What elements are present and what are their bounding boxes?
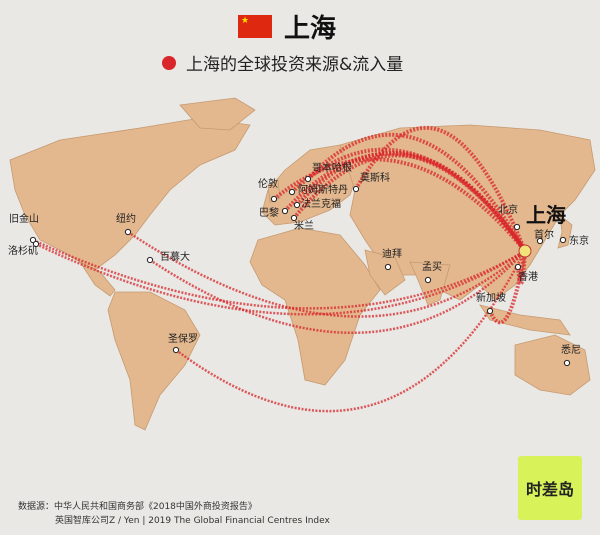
city-label: 北京 — [498, 205, 518, 216]
city-dot — [536, 237, 544, 245]
city-dot — [424, 276, 432, 284]
flow-line — [127, 230, 526, 318]
flow-line — [149, 250, 526, 334]
city-dot — [124, 228, 132, 236]
flow-line — [516, 250, 527, 286]
north-america — [9, 117, 251, 271]
continents — [9, 97, 596, 431]
city-label: 迪拜 — [382, 249, 402, 260]
city-label: 百慕大 — [160, 252, 190, 263]
legend: 上海的全球投资来源&流入量 — [162, 50, 403, 75]
india — [409, 261, 451, 306]
city-dot — [514, 263, 522, 271]
city-dot — [172, 346, 180, 354]
city-dot — [288, 188, 296, 196]
source-line-2: 英国智库公司Z / Yen | 2019 The Global Financia… — [55, 516, 330, 526]
flow-line — [35, 242, 526, 316]
city-label: 纽约 — [116, 214, 136, 225]
city-dot — [563, 359, 571, 367]
africa — [249, 227, 381, 386]
asia — [339, 124, 596, 301]
city-label: 旧金山 — [9, 214, 39, 225]
hub-label: 上海 — [526, 203, 566, 227]
flow-line — [488, 250, 527, 325]
legend-dot-icon — [162, 55, 176, 70]
flow-line — [175, 250, 527, 413]
city-dot — [281, 207, 289, 215]
header: ★ 上海 — [238, 8, 336, 45]
south-america — [107, 291, 201, 431]
city-dot — [384, 263, 392, 271]
page-title: 上海 — [284, 14, 337, 44]
city-label: 首尔 — [534, 230, 554, 241]
city-dot — [293, 201, 301, 209]
city-label: 悉尼 — [561, 345, 581, 356]
city-label: 东京 — [569, 236, 589, 247]
brand-badge: 时差岛 — [518, 456, 582, 520]
city-dot — [352, 185, 360, 193]
central-america — [78, 260, 116, 297]
southeast-asia-islands — [479, 304, 571, 336]
city-label: 米兰 — [294, 221, 314, 232]
source-note: 数据源：中华人民共和国商务部《2018中国外商投资报告》 英国智库公司Z / Y… — [18, 500, 330, 528]
city-dots — [29, 175, 571, 367]
city-label: 伦敦 — [258, 179, 278, 190]
flow-line — [354, 125, 527, 252]
city-label: 法兰克福 — [301, 199, 341, 210]
city-label: 新加坡 — [476, 293, 506, 304]
greenland — [179, 97, 256, 131]
china-flag-icon: ★ — [238, 15, 272, 38]
legend-label: 上海的全球投资来源&流入量 — [186, 55, 404, 75]
hub-marker — [518, 244, 532, 258]
city-dot — [304, 175, 312, 183]
city-dot — [32, 240, 40, 248]
city-dot — [559, 236, 567, 244]
city-dot — [270, 195, 278, 203]
city-label: 孟买 — [422, 262, 442, 273]
city-label: 莫斯科 — [360, 173, 390, 184]
source-line-1: 数据源：中华人民共和国商务部《2018中国外商投资报告》 — [18, 502, 257, 512]
city-label: 巴黎 — [259, 208, 279, 219]
arabia — [364, 249, 406, 296]
city-label: 香港 — [518, 272, 538, 283]
city-dot — [29, 236, 37, 244]
flow-line — [292, 153, 527, 253]
city-dot — [290, 214, 298, 222]
flow-line — [306, 132, 527, 253]
city-label: 洛杉矶 — [8, 246, 38, 257]
city-label: 阿姆斯特丹 — [298, 185, 348, 196]
city-dot — [146, 256, 154, 264]
city-label: 哥本哈根 — [312, 163, 352, 174]
city-label: 圣保罗 — [168, 334, 198, 345]
city-dot — [513, 223, 521, 231]
city-dot — [486, 307, 494, 315]
australia — [514, 334, 591, 396]
